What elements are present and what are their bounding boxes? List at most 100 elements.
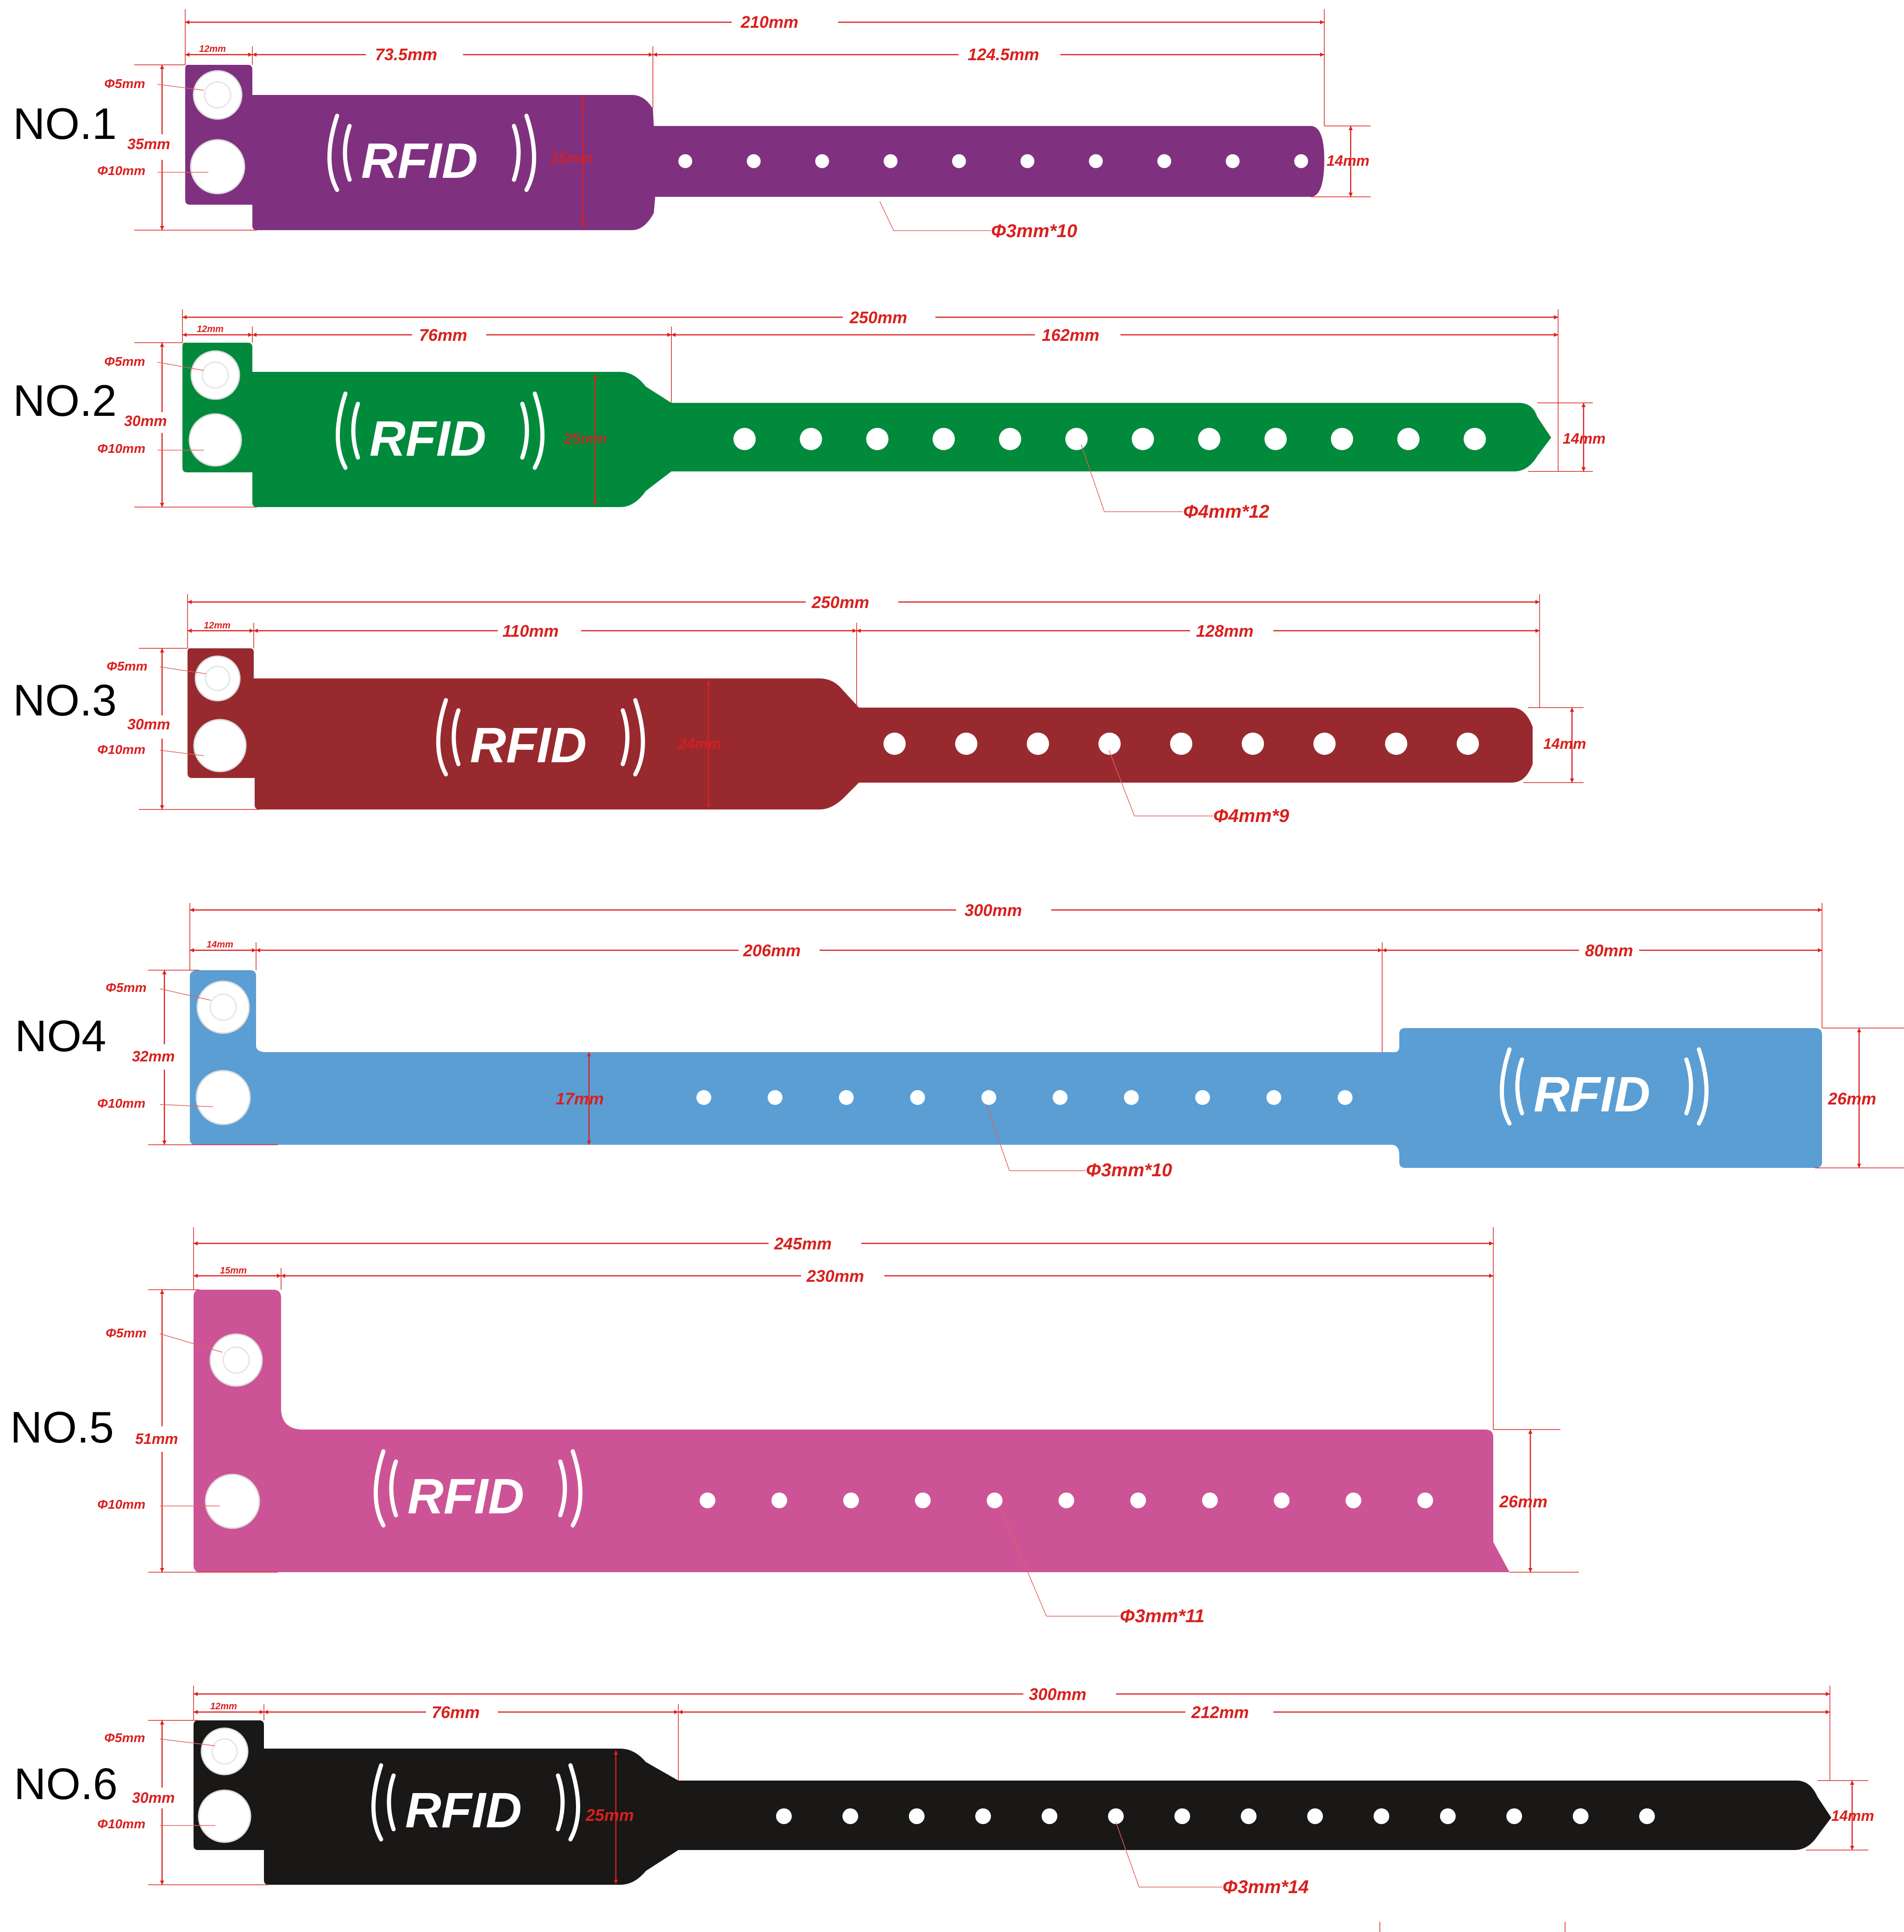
rfid-wave-icon bbox=[1500, 1047, 1512, 1126]
strap-hole bbox=[1157, 154, 1171, 168]
band-6-face-dim: 25mm bbox=[585, 1806, 634, 1825]
band-2-snap-small-icon bbox=[190, 350, 240, 400]
band-5-holes-note: Φ3mm*11 bbox=[1120, 1606, 1204, 1626]
band-4-rfid-text: RFID bbox=[1534, 1066, 1650, 1122]
strap-hole bbox=[771, 1493, 787, 1508]
strap-hole bbox=[776, 1808, 792, 1824]
band-6-total-dim: 300mm bbox=[1029, 1685, 1086, 1704]
band-1-phi10-dim: Φ10mm bbox=[97, 163, 145, 178]
strap-hole bbox=[981, 1090, 996, 1105]
band-2-height-dim: 30mm bbox=[124, 413, 167, 429]
strap-hole bbox=[733, 428, 756, 450]
band-5-rfid-text: RFID bbox=[407, 1468, 524, 1524]
band-4-rfid-logo: RFID bbox=[1500, 1047, 1709, 1126]
band-3-face-dim: 24mm bbox=[678, 735, 721, 752]
band-1-part2-dim: 124.5mm bbox=[968, 45, 1039, 64]
band-5-snap-small-icon bbox=[209, 1333, 263, 1387]
rfid-wave-icon bbox=[570, 1449, 582, 1528]
rfid-wave-icon bbox=[633, 698, 645, 777]
band-4-snap-large-icon bbox=[195, 1070, 251, 1125]
band-3-holes bbox=[883, 733, 1479, 755]
band-3-snap-large-icon bbox=[193, 719, 247, 772]
band-4-holes bbox=[696, 1090, 1353, 1105]
band-6-rfid-text: RFID bbox=[405, 1782, 522, 1838]
rfid-wave-icon bbox=[436, 698, 448, 777]
band-1: RFID NO.1 210mm 12mm 73.5mm 124.5mm 35mm… bbox=[13, 9, 1371, 241]
strap-hole bbox=[1266, 1090, 1282, 1105]
band-1-holes-note: Φ3mm*10 bbox=[991, 221, 1077, 241]
band-2-face-dim: 25mm bbox=[564, 430, 607, 447]
rfid-wave-icon bbox=[556, 1773, 565, 1832]
strap-hole bbox=[883, 154, 898, 168]
rfid-wave-icon bbox=[520, 401, 529, 460]
strap-hole bbox=[815, 154, 829, 168]
rfid-wave-icon bbox=[558, 1459, 567, 1518]
band-1-height-dim: 35mm bbox=[127, 136, 170, 152]
rfid-wave-icon bbox=[327, 113, 339, 192]
strap-hole bbox=[1264, 428, 1287, 450]
strap-hole bbox=[1373, 1808, 1390, 1824]
band-3-part1-dim: 110mm bbox=[502, 621, 558, 640]
band-6: RFID NO.6 300mm 12mm 76mm 212mm 30mm Φ5m… bbox=[14, 1685, 1874, 1897]
band-3-tab-dim: 12mm bbox=[204, 621, 231, 631]
strap-hole bbox=[1170, 733, 1192, 755]
band-3-label: NO.3 bbox=[13, 676, 117, 725]
band-6-body bbox=[194, 1720, 1831, 1885]
band-5-rfid-logo: RFID bbox=[374, 1449, 582, 1528]
band-4-label: NO4 bbox=[15, 1011, 106, 1061]
band-2-body bbox=[182, 343, 1551, 507]
band-5-tab-dim: 15mm bbox=[220, 1266, 247, 1276]
band-2-tab-dim: 12mm bbox=[197, 324, 224, 334]
band-1-tab-dim: 12mm bbox=[199, 44, 226, 54]
band-2-rfid-logo: RFID bbox=[336, 391, 545, 470]
strap-hole bbox=[1195, 1090, 1210, 1105]
band-5-phi5-dim: Φ5mm bbox=[106, 1326, 146, 1340]
band-2: RFID NO.2 250mm 12mm 76mm 162mm 30mm Φ5m… bbox=[13, 308, 1606, 522]
rfid-wave-icon bbox=[389, 1459, 398, 1518]
band-3-phi5-dim: Φ5mm bbox=[106, 659, 147, 673]
strap-hole bbox=[952, 154, 966, 168]
band-1-part1-dim: 73.5mm bbox=[375, 45, 437, 64]
strap-hole bbox=[999, 428, 1021, 450]
band-5-body bbox=[194, 1290, 1509, 1572]
band-4-face-dim: 17mm bbox=[556, 1089, 604, 1108]
band-4: RFID NO4 300mm 14mm 206mm 80mm 32mm Φ5mm… bbox=[15, 901, 1904, 1180]
strap-hole bbox=[767, 1090, 783, 1105]
band-1-face-dim: 25mm bbox=[550, 150, 593, 166]
strap-hole bbox=[842, 1808, 858, 1824]
band-4-part2-dim: 80mm bbox=[1585, 941, 1633, 960]
rfid-wave-icon bbox=[620, 708, 630, 766]
strap-hole bbox=[908, 1808, 925, 1824]
strap-hole bbox=[1385, 733, 1408, 755]
band-3-strap-dim: 14mm bbox=[1543, 735, 1586, 752]
rfid-wave-icon bbox=[532, 391, 545, 470]
band-3-rfid-logo: RFID bbox=[436, 698, 645, 777]
rfid-wave-icon bbox=[371, 1763, 383, 1842]
strap-hole bbox=[1274, 1493, 1290, 1508]
strap-hole bbox=[800, 428, 822, 450]
band-3-part2-dim: 128mm bbox=[1196, 621, 1253, 640]
strap-hole bbox=[883, 733, 906, 755]
rfid-wave-icon bbox=[1684, 1057, 1693, 1116]
strap-hole bbox=[1132, 428, 1154, 450]
strap-hole bbox=[1124, 1090, 1139, 1105]
strap-hole bbox=[910, 1090, 925, 1105]
rfid-wave-icon bbox=[524, 113, 536, 192]
band-3-height-dim: 30mm bbox=[127, 716, 170, 733]
band-4-strap-dim: 26mm bbox=[1828, 1089, 1876, 1108]
strap-hole bbox=[1440, 1808, 1456, 1824]
band-6-part2-dim: 212mm bbox=[1191, 1703, 1249, 1722]
band-1-snap-small-icon bbox=[193, 70, 243, 120]
strap-hole bbox=[1331, 428, 1353, 450]
rfid-wave-icon bbox=[374, 1449, 386, 1528]
band-6-snap-large-icon bbox=[198, 1789, 251, 1843]
strap-hole bbox=[1041, 1808, 1058, 1824]
strap-hole bbox=[1027, 733, 1049, 755]
band-4-part1-dim: 206mm bbox=[743, 941, 801, 960]
band-6-height-dim: 30mm bbox=[132, 1789, 175, 1806]
band-2-part1-dim: 76mm bbox=[419, 326, 467, 345]
band-5-snap-large-icon bbox=[205, 1474, 260, 1529]
strap-hole bbox=[1240, 1808, 1257, 1824]
band-1-snap-large-icon bbox=[190, 139, 245, 194]
